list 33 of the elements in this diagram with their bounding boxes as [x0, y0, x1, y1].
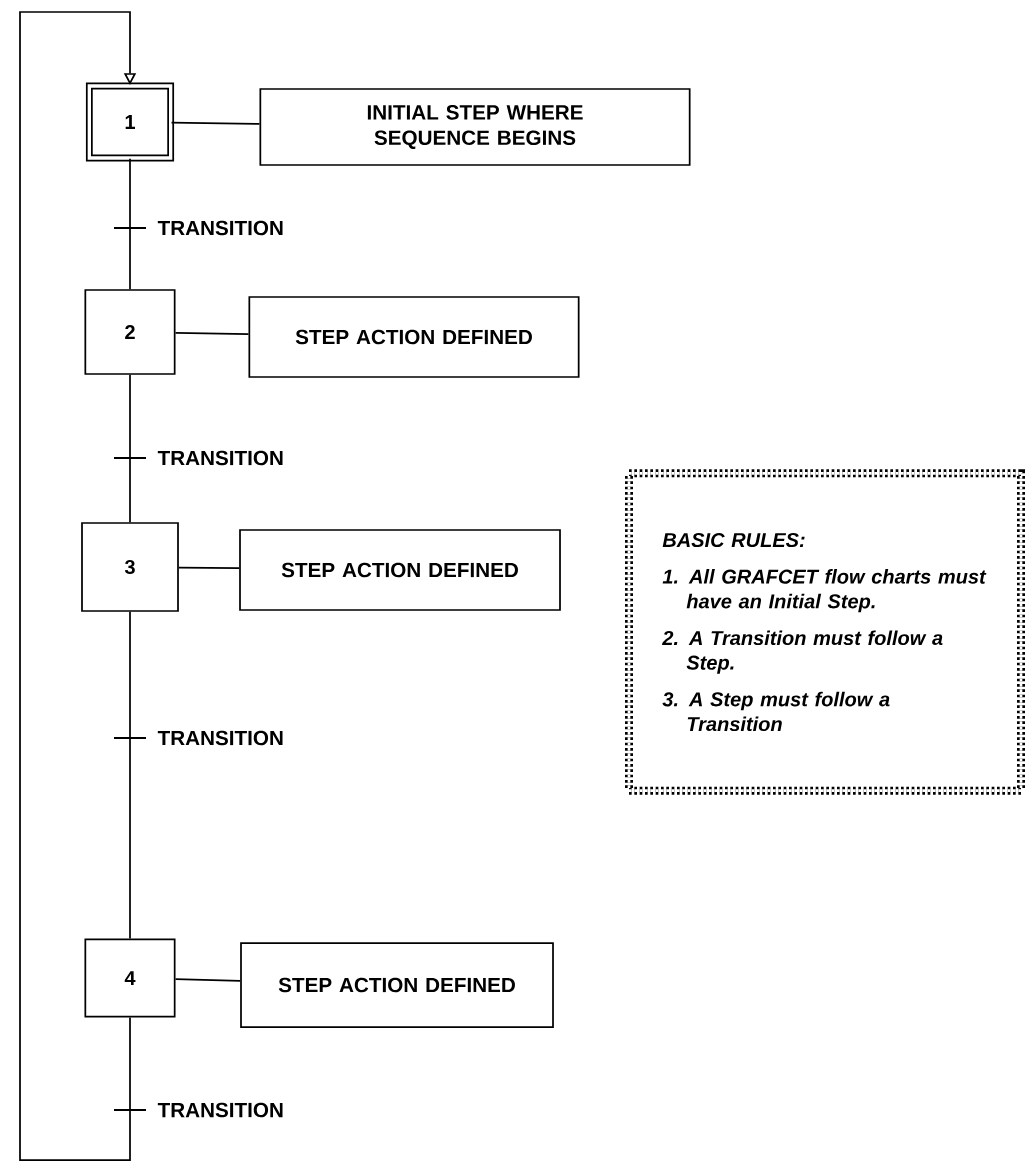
action-text: STEP ACTION DEFINED [281, 562, 518, 578]
action-text: INITIAL STEP WHERE SEQUENCE BEGINS [367, 105, 583, 149]
connector-line [170, 121, 261, 125]
connector-line [129, 374, 131, 523]
step-box [81, 522, 179, 612]
connector-line [174, 331, 250, 335]
edge-label: TRANSITION [157, 1102, 283, 1118]
step-number: 4 [124, 971, 136, 985]
action-text: STEP ACTION DEFINED [295, 329, 532, 345]
action-box [259, 88, 691, 166]
step-box [85, 82, 175, 162]
edge-label: TRANSITION [157, 450, 283, 466]
step-number: 3 [124, 559, 135, 575]
connector-line [129, 611, 131, 940]
action-box [248, 296, 580, 378]
connector-line [19, 11, 137, 1161]
step-number: 2 [125, 325, 135, 339]
action-box [240, 942, 554, 1028]
rule-text: 1. All GRAFCET flow charts must have an Initial Step. [662, 569, 987, 613]
rule-text: 3. A Step must follow a Transition [662, 691, 890, 732]
step-number: 1 [125, 115, 135, 129]
edge-label: TRANSITION [157, 220, 283, 236]
step-box [84, 289, 176, 375]
rule-text: 2. A Transition must follow a Step. [662, 630, 943, 674]
edge-label: TRANSITION [157, 730, 283, 746]
step-box [84, 938, 176, 1018]
connector-line [174, 978, 241, 982]
connector-line [129, 158, 131, 290]
rules-heading: BASIC RULES: [662, 532, 805, 548]
connector-line [178, 566, 240, 570]
action-box [239, 529, 561, 611]
action-text: STEP ACTION DEFINED [278, 977, 515, 993]
rules-box [625, 469, 1025, 795]
